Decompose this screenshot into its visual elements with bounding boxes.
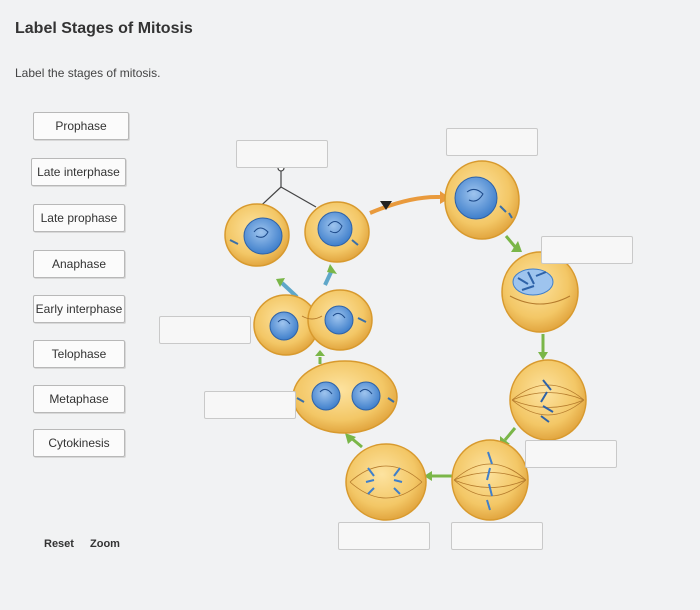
cell-early-interphase-left [225,204,289,266]
drop-target-6[interactable] [525,440,617,468]
cell-prophase [502,252,578,332]
drop-target-3[interactable] [541,236,633,264]
cell-cytokinesis [293,361,397,433]
drop-target-4[interactable] [159,316,251,344]
cell-telophase [346,444,426,520]
cell-dividing [254,290,372,355]
drop-target-5[interactable] [204,391,296,419]
cell-late-interphase [445,161,519,239]
cell-anaphase [452,440,528,520]
drop-target-1[interactable] [236,140,328,168]
drop-target-8[interactable] [451,522,543,550]
drop-target-2[interactable] [446,128,538,156]
cell-metaphase [510,360,586,440]
drop-target-7[interactable] [338,522,430,550]
cell-early-interphase-right [305,202,369,262]
